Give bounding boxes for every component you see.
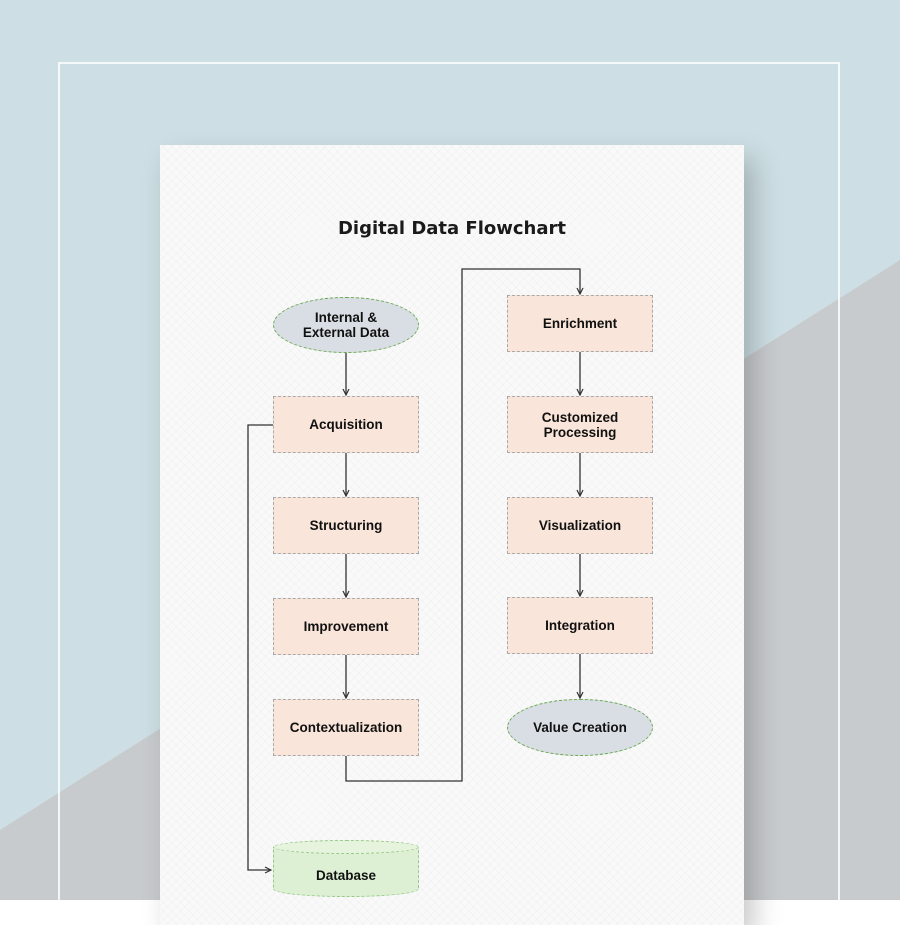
node-acquisition-label: Acquisition (309, 417, 383, 432)
node-contextualization: Contextualization (273, 699, 419, 756)
edge-contextualization-enrichment (345, 268, 580, 782)
node-integration-label: Integration (545, 618, 615, 633)
node-customized-processing: Customized Processing (507, 396, 653, 453)
node-integration: Integration (507, 597, 653, 654)
node-customized-processing-label: Customized Processing (541, 409, 619, 440)
node-acquisition: Acquisition (273, 396, 419, 453)
node-structuring-label: Structuring (309, 518, 383, 533)
database-top (273, 840, 419, 854)
node-enrichment: Enrichment (507, 295, 653, 352)
node-value-creation: Value Creation (507, 699, 653, 756)
flowchart-connectors (247, 268, 744, 925)
node-visualization: Visualization (507, 497, 653, 554)
node-database-label: Database (315, 868, 377, 883)
node-structuring: Structuring (273, 497, 419, 554)
node-improvement: Improvement (273, 598, 419, 655)
node-value-creation-label: Value Creation (533, 720, 627, 735)
node-source: Internal & External Data (273, 297, 419, 353)
page-title: Digital Data Flowchart (337, 218, 567, 239)
node-improvement-label: Improvement (303, 619, 389, 634)
node-database: Database (273, 840, 419, 897)
edge-acquisition-database (247, 424, 273, 870)
node-enrichment-label: Enrichment (542, 316, 618, 331)
node-contextualization-label: Contextualization (289, 720, 403, 735)
node-source-label: Internal & External Data (302, 310, 390, 340)
document-page: Digital Data Flowchart Internal & Extern… (160, 145, 744, 925)
node-visualization-label: Visualization (538, 518, 622, 533)
